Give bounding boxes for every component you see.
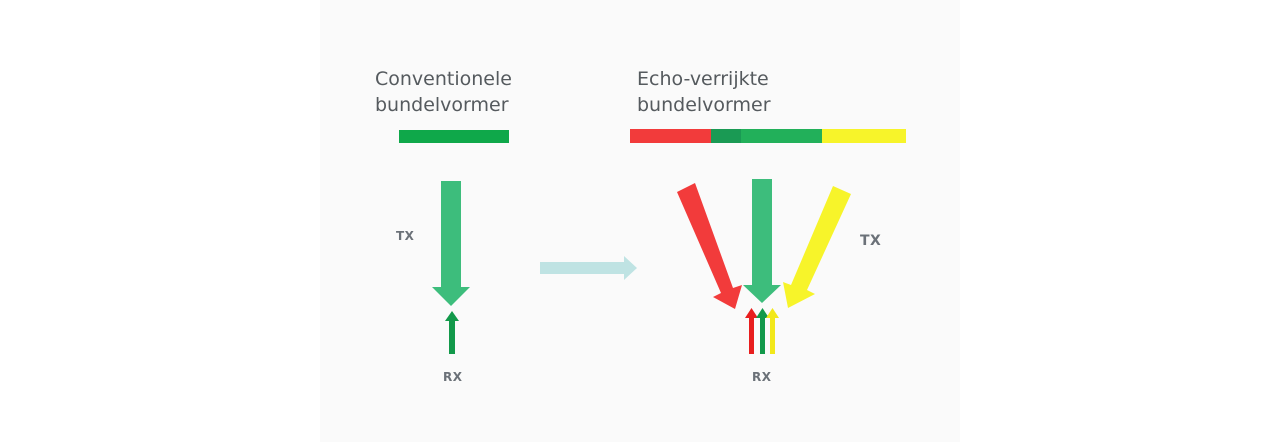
- conventional-rx-arrow: [445, 311, 459, 354]
- echo-bar-red-segment: [630, 129, 711, 143]
- conventional-title: Conventionele bundelvormer: [375, 68, 512, 116]
- conventional-beam-bar: [399, 130, 509, 143]
- echo-title: Echo-verrijkte bundelvormer: [637, 68, 771, 116]
- echo-bar-yellow-segment: [822, 129, 906, 143]
- conventional-rx-label: RX: [443, 370, 463, 384]
- echo-tx-yellow-arrow: [783, 186, 851, 308]
- echo-tx-green-arrow: [743, 179, 781, 303]
- echo-rx-red-arrow: [745, 308, 758, 354]
- echo-bar-dark-green-segment: [711, 129, 741, 143]
- transition-arrow: [540, 256, 637, 280]
- echo-tx-label: TX: [860, 233, 882, 249]
- echo-rx-green-arrow: [756, 308, 769, 354]
- echo-bar-green-segment: [741, 129, 822, 143]
- echo-rx-label: RX: [752, 370, 772, 384]
- echo-rx-yellow-arrow: [766, 308, 779, 354]
- echo-tx-red-arrow: [677, 183, 742, 309]
- conventional-tx-arrow: [432, 181, 470, 306]
- conventional-tx-label: TX: [396, 229, 415, 243]
- diagram-background: [320, 0, 960, 442]
